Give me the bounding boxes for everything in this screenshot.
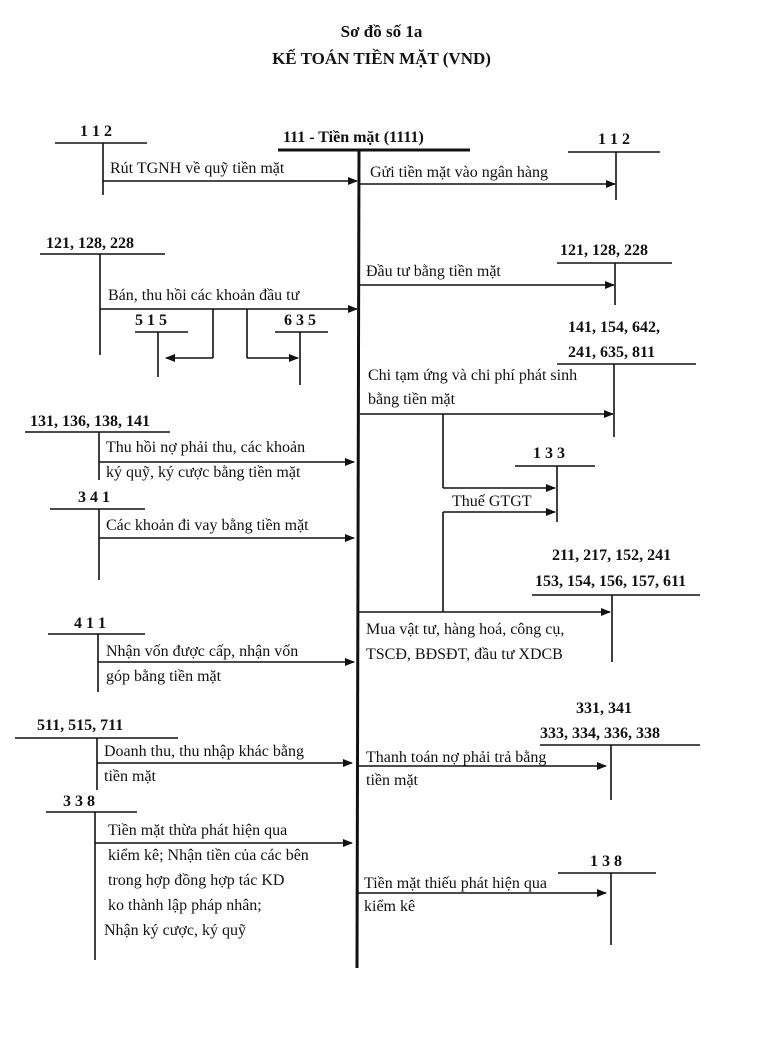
label-thua-line4: ko thành lập pháp nhân; [108, 897, 262, 914]
account-338: 3 3 8 [63, 793, 95, 810]
label-di-vay: Các khoản đi vay bằng tiền mặt [106, 517, 309, 534]
label-thanh-toan-line2: tiền mặt [366, 772, 418, 789]
label-thua-line2: kiểm kê; Nhận tiền của các bên [108, 847, 309, 864]
center-account-label: 111 - Tiền mặt (1111) [283, 129, 424, 146]
label-thieu-line2: kiểm kê [364, 898, 416, 915]
account-411: 4 1 1 [74, 615, 106, 632]
label-von-line1: Nhận vốn được cấp, nhận vốn [106, 643, 299, 660]
label-dau-tu: Đầu tư bằng tiền mặt [366, 263, 501, 280]
label-thua-line3: trong hợp đồng hợp tác KD [108, 872, 285, 889]
center-account-vline [355, 149, 361, 969]
account-331-line1: 331, 341 [576, 700, 632, 717]
account-141-line2: 241, 635, 811 [568, 344, 656, 361]
account-211-line2: 153, 154, 156, 157, 611 [535, 573, 687, 590]
account-511: 511, 515, 711 [37, 717, 124, 734]
diagram-title-line2: KẾ TOÁN TIỀN MẶT (VND) [272, 49, 491, 68]
label-thu-hoi-line2: ký quỹ, ký cược bằng tiền mặt [106, 464, 301, 481]
account-211-line1: 211, 217, 152, 241 [552, 547, 672, 564]
label-ban-thu-hoi: Bán, thu hồi các khoản đầu tư [108, 287, 300, 304]
label-doanh-thu-line2: tiền mặt [104, 768, 156, 785]
account-515: 5 1 5 [135, 312, 167, 329]
label-rut-tgnh: Rút TGNH về quỹ tiền mặt [110, 160, 285, 177]
account-635: 6 3 5 [284, 312, 316, 329]
label-mua-line2: TSCĐ, BĐSĐT, đầu tư XDCB [366, 646, 563, 663]
label-doanh-thu-line1: Doanh thu, thu nhập khác bằng [104, 743, 304, 760]
label-chi-line1: Chi tạm ứng và chi phí phát sinh [368, 367, 578, 384]
account-121-right: 121, 128, 228 [560, 242, 648, 259]
account-138: 1 3 8 [590, 853, 622, 870]
account-133: 1 3 3 [533, 445, 565, 462]
account-112-left: 1 1 2 [80, 123, 112, 140]
account-112-right: 1 1 2 [598, 131, 630, 148]
label-gui-tien: Gửi tiền mặt vào ngân hàng [370, 164, 548, 181]
label-thu-hoi-line1: Thu hồi nợ phải thu, các khoản [106, 439, 306, 456]
account-331-line2: 333, 334, 336, 338 [540, 725, 660, 742]
label-thanh-toan-line1: Thanh toán nợ phải trả bằng [366, 749, 547, 766]
diagram-title-line1: Sơ đồ số 1a [340, 22, 423, 41]
label-mua-line1: Mua vật tư, hàng hoá, công cụ, [366, 621, 565, 638]
label-thua-line5: Nhận ký cược, ký quỹ [104, 922, 246, 939]
account-141-line1: 141, 154, 642, [568, 319, 660, 336]
label-thieu-line1: Tiền mặt thiếu phát hiện qua [364, 875, 547, 892]
label-von-line2: góp bằng tiền mặt [106, 668, 222, 685]
account-131: 131, 136, 138, 141 [30, 413, 150, 430]
account-121-left: 121, 128, 228 [46, 235, 134, 252]
label-thue-gtgt: Thuế GTGT [452, 493, 532, 510]
account-341: 3 4 1 [78, 489, 110, 506]
label-thua-line1: Tiền mặt thừa phát hiện qua [108, 822, 288, 839]
label-chi-line2: bằng tiền mặt [368, 391, 456, 408]
